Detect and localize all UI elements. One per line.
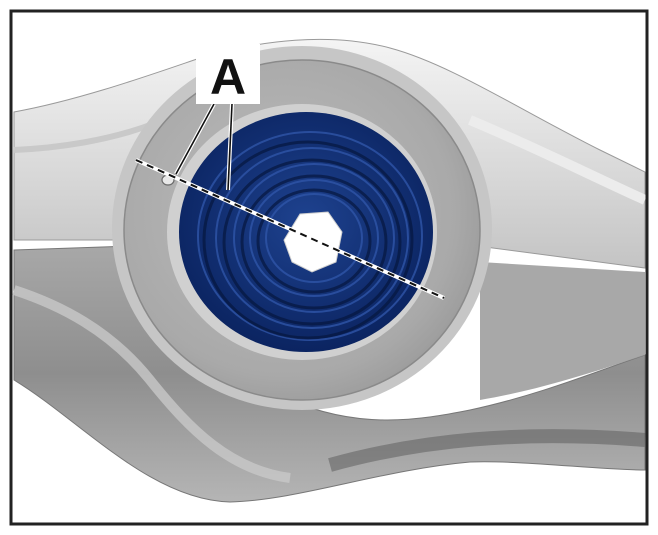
upper-arm-highlight <box>13 122 152 153</box>
diagram-border <box>9 9 649 526</box>
alignment-line <box>135 159 445 299</box>
center-bore <box>283 211 343 273</box>
leader-line-1 <box>175 103 215 175</box>
bushing-rings <box>197 131 423 341</box>
callout-label: A <box>210 49 246 105</box>
bushing-ring-shadows <box>202 140 414 340</box>
upper-arm-highlight-right <box>468 115 648 205</box>
lower-arm-shadow <box>328 429 646 472</box>
leader-line-2 <box>227 103 233 191</box>
lower-arm-side-face <box>480 262 645 400</box>
callout-label-box <box>196 44 260 104</box>
lower-arm-highlight <box>12 285 291 483</box>
